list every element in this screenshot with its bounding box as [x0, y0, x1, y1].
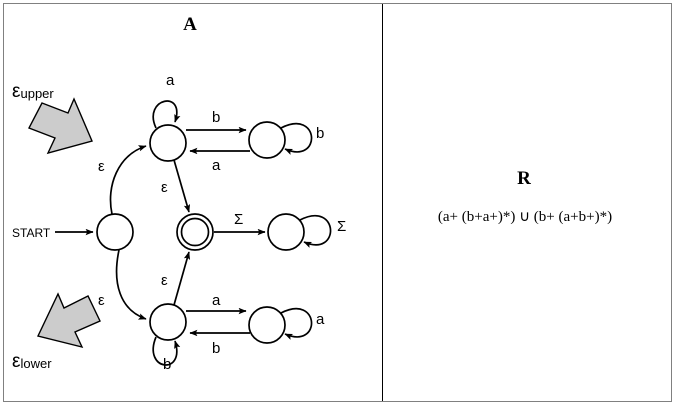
state-lower-left	[149, 303, 187, 341]
epsilon-lower-block-arrow	[37, 292, 101, 349]
edge-label-accept-trap-sigma: Σ	[234, 211, 244, 228]
edge-label-lower-back-b: b	[212, 340, 221, 357]
edge-label-eps-upper-accept: ε	[161, 179, 168, 196]
edge-label-lower-right-selfloop-a: a	[316, 311, 325, 328]
edge-lower-right-selfloop-a	[280, 307, 313, 340]
edge-label-lower-forward-a: a	[212, 292, 221, 309]
edge-label-trap-selfloop-sigma: Σ	[337, 218, 347, 235]
edge-eps-start-lower	[115, 249, 147, 320]
edge-label-eps-lower-accept: ε	[161, 272, 168, 289]
edge-trap-selfloop-sigma	[299, 214, 332, 248]
right-panel-title: R	[517, 168, 531, 189]
epsilon-upper-block-arrow	[28, 97, 93, 155]
edge-label-upper-back-a: a	[212, 157, 221, 174]
epsilon-lower-symbol: ε	[12, 351, 21, 372]
edge-eps-lower-accept	[173, 251, 191, 306]
edge-label-lower-left-selfloop-b: b	[163, 356, 172, 373]
left-panel-title: A	[183, 14, 197, 35]
start-label: START	[12, 226, 51, 240]
epsilon-upper-symbol: ε	[12, 81, 21, 102]
state-lower-right	[248, 306, 286, 344]
edge-label-eps-start-upper: ε	[98, 158, 105, 175]
edge-eps-upper-accept	[173, 159, 191, 213]
epsilon-upper-subscript: upper	[20, 86, 54, 101]
edge-label-eps-start-lower: ε	[98, 292, 105, 309]
regular-expression: (a+ (b+a+)*) ∪ (b+ (a+b+)*)	[437, 209, 613, 225]
edge-upper-right-selfloop-b	[280, 122, 313, 155]
edge-eps-start-upper	[109, 145, 147, 215]
epsilon-lower-subscript: lower	[20, 356, 52, 371]
state-upper-right	[248, 121, 286, 159]
state-accept-inner	[180, 217, 210, 247]
panel-divider	[382, 4, 383, 401]
epsilon-lower-label: εlower	[12, 352, 52, 371]
state-trap	[267, 213, 305, 251]
edge-lower-left-selfloop-b	[152, 336, 181, 366]
state-upper-left	[149, 124, 187, 162]
edge-label-upper-forward-b: b	[212, 109, 221, 126]
edge-label-upper-right-selfloop-b: b	[316, 125, 325, 142]
edge-upper-selfloop-a	[152, 100, 181, 129]
state-start	[96, 213, 134, 251]
figure-frame	[3, 3, 672, 402]
epsilon-upper-label: εupper	[12, 82, 54, 101]
edge-label-upper-selfloop-a: a	[166, 72, 175, 89]
